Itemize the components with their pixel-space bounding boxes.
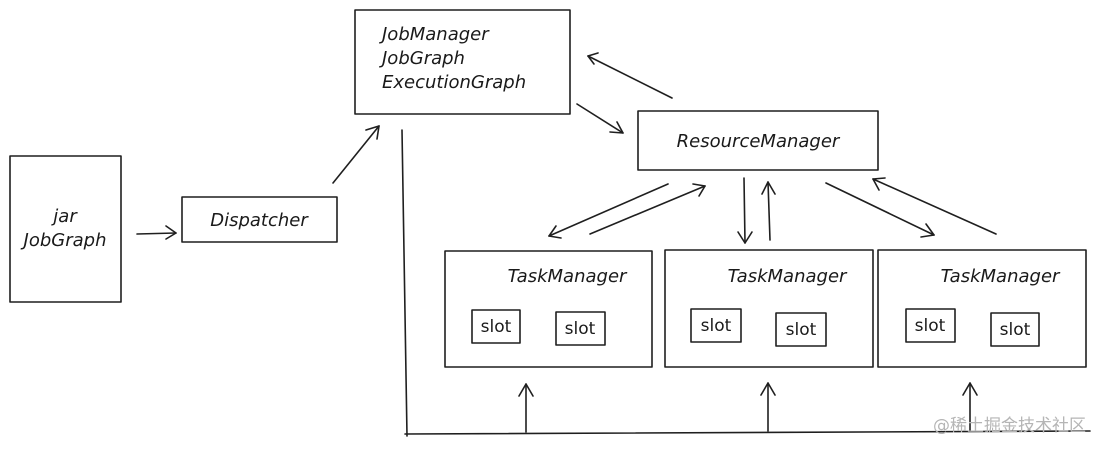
slot-label: slot (481, 317, 512, 337)
arrow-resourcemanager-to-taskmanager-3 (825, 182, 935, 236)
slot-box: slot (471, 309, 521, 344)
jobmanager-executiongraph-label: ExecutionGraph (382, 72, 526, 93)
bottom-baseline (404, 430, 1091, 435)
arrow-resourcemanager-to-taskmanager-2 (743, 177, 746, 244)
slot-label: slot (1000, 320, 1031, 340)
resourcemanager-node: ResourceManager (637, 110, 879, 171)
arrow-jar-to-dispatcher (136, 232, 177, 235)
arrow-taskmanager-1-to-resourcemanager (589, 185, 706, 235)
jobmanager-label: JobManager (379, 24, 490, 45)
taskmanager-node-1: TaskManager slot slot (444, 250, 653, 368)
arrow-taskmanager-2-to-resourcemanager (767, 181, 771, 241)
arrow-jobmanager-to-resourcemanager (576, 103, 624, 134)
dispatcher-node: Dispatcher (181, 196, 338, 243)
arrow-resourcemanager-to-jobmanager (587, 55, 673, 99)
slot-box: slot (690, 308, 742, 343)
jar-jobgraph-label: JobGraph (21, 230, 107, 251)
arrow-taskmanager-3-to-resourcemanager (872, 178, 997, 235)
jobmanager-jobgraph-label: JobGraph (379, 48, 465, 69)
watermark-text: @稀土掘金技术社区 (933, 416, 1086, 436)
taskmanager-node-2: TaskManager slot slot (664, 249, 874, 368)
slot-box: slot (990, 312, 1040, 347)
slot-label: slot (915, 316, 946, 336)
slot-label: slot (701, 316, 732, 336)
jobmanager-node: JobManager JobGraph ExecutionGraph (354, 9, 571, 115)
arrow-dispatcher-to-jobmanager (332, 125, 380, 184)
taskmanager-node-3: TaskManager slot slot (877, 249, 1087, 368)
slot-label: slot (786, 320, 817, 340)
jar-node: jar JobGraph (9, 155, 122, 303)
connector-arrows (136, 52, 1091, 437)
jar-label: jar (50, 206, 78, 227)
jobmanager-baseline-connector (401, 129, 408, 437)
resourcemanager-label: ResourceManager (677, 131, 841, 152)
taskmanager-label: TaskManager (508, 266, 628, 287)
dispatcher-label: Dispatcher (210, 210, 309, 231)
arrow-resourcemanager-to-taskmanager-1 (548, 183, 669, 237)
slot-box: slot (775, 312, 827, 347)
slot-label: slot (565, 319, 596, 339)
taskmanager-label: TaskManager (728, 266, 848, 287)
slot-box: slot (555, 311, 606, 346)
taskmanager-label: TaskManager (941, 266, 1061, 287)
slot-box: slot (905, 308, 956, 343)
